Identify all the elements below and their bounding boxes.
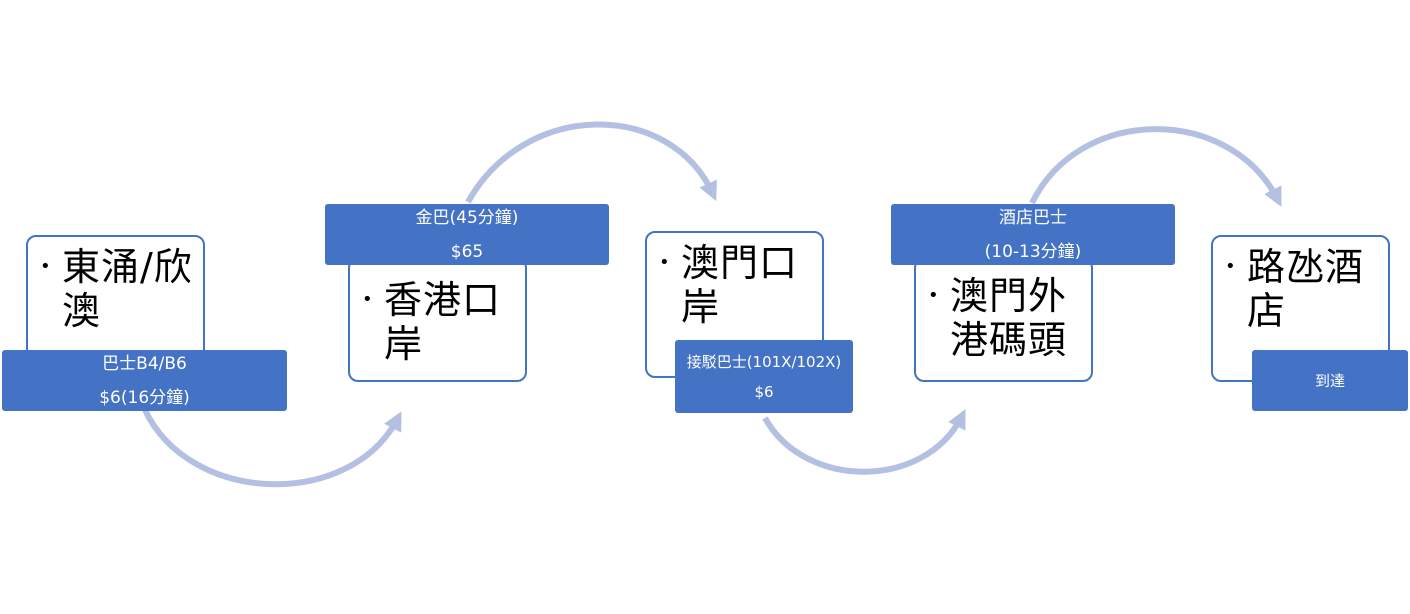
arrow-up-4	[1029, 126, 1282, 207]
transport-line-1: 巴士B4/B6	[102, 353, 187, 374]
bullet-icon: •	[40, 256, 51, 277]
transport-line-2: $65	[450, 241, 484, 262]
arrow-down-3	[762, 409, 966, 475]
bullet-icon: •	[659, 252, 670, 273]
station-name: 澳門外港碼頭	[950, 274, 1068, 362]
arrow-up-2	[465, 121, 717, 204]
station-name: 東涌/欣澳	[62, 245, 193, 333]
transport-line-1: 金巴(45分鐘)	[415, 207, 519, 228]
arrow-down-1	[142, 408, 402, 488]
transport-line-2: $6(16分鐘)	[99, 387, 190, 408]
transport-tag-1: 巴士B4/B6 $6(16分鐘)	[2, 350, 287, 411]
bullet-icon: •	[1225, 256, 1236, 277]
transport-line-1: 酒店巴士	[999, 207, 1067, 228]
transport-tag-2: 金巴(45分鐘) $65	[325, 204, 609, 265]
bullet-icon: •	[928, 285, 939, 306]
transport-tag-3: 接駁巴士(101X/102X) $6	[675, 340, 853, 413]
transport-tag-5: 到達	[1252, 350, 1408, 411]
station-box-4: • 澳門外港碼頭	[914, 258, 1093, 382]
transport-line-2: (10-13分鐘)	[984, 241, 1082, 262]
bullet-icon: •	[362, 289, 373, 310]
station-name: 澳門口岸	[681, 241, 799, 329]
station-box-2: • 香港口岸	[348, 258, 527, 382]
station-box-1: • 東涌/欣澳	[26, 235, 205, 359]
transport-line-1: 到達	[1314, 371, 1345, 390]
station-box-3: • 澳門口岸	[645, 231, 824, 378]
station-name: 路氹酒店	[1247, 245, 1365, 333]
station-name: 香港口岸	[384, 278, 502, 366]
transport-line-1: 接駁巴士(101X/102X)	[686, 352, 842, 371]
transport-line-2: $6	[754, 382, 774, 401]
transport-tag-4: 酒店巴士 (10-13分鐘)	[891, 204, 1175, 265]
